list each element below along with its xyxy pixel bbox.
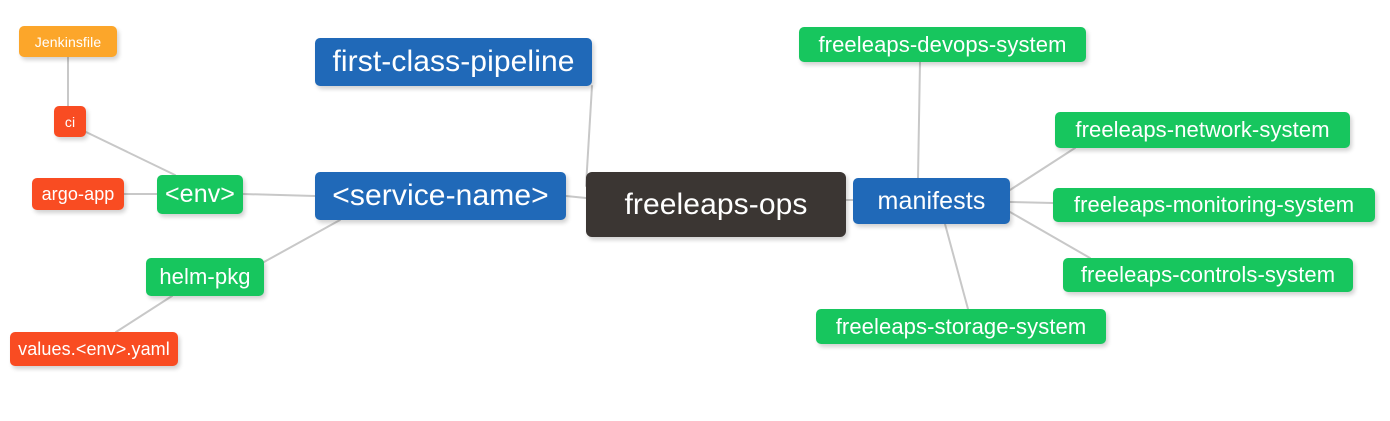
node-root[interactable]: freeleaps-ops [586, 172, 846, 237]
node-label: <service-name> [332, 179, 549, 212]
node-label: Jenkinsfile [34, 33, 102, 50]
node-network-system[interactable]: freeleaps-network-system [1055, 112, 1350, 148]
node-manifests[interactable]: manifests [853, 178, 1010, 224]
node-label: manifests [877, 186, 986, 215]
edge-manifests-to-monitoring-system [1009, 201, 1054, 204]
node-devops-system[interactable]: freeleaps-devops-system [799, 27, 1086, 62]
edge-env-to-ci [85, 131, 176, 176]
node-label: freeleaps-network-system [1075, 117, 1330, 142]
node-label: freeleaps-monitoring-system [1073, 192, 1355, 217]
node-label: first-class-pipeline [332, 45, 575, 78]
edge-helm-pkg-to-values-yaml [115, 295, 173, 333]
edge-manifests-to-network-system [1009, 147, 1076, 191]
node-controls-system[interactable]: freeleaps-controls-system [1063, 258, 1353, 292]
edge-root-to-first-class-pipeline [585, 85, 593, 187]
node-argo-app[interactable]: argo-app [32, 178, 124, 210]
node-label: <env> [164, 180, 235, 208]
node-label: argo-app [41, 184, 115, 204]
node-label: freeleaps-ops [624, 187, 808, 221]
edge-service-name-to-helm-pkg [263, 219, 341, 263]
edge-manifests-to-storage-system [944, 223, 969, 310]
node-label: helm-pkg [159, 264, 251, 289]
node-label: ci [64, 113, 76, 130]
node-service-name[interactable]: <service-name> [315, 172, 566, 220]
edge-root-to-service-name [565, 195, 587, 199]
node-monitoring-system[interactable]: freeleaps-monitoring-system [1053, 188, 1375, 222]
node-jenkinsfile[interactable]: Jenkinsfile [19, 26, 117, 57]
node-label: freeleaps-controls-system [1080, 262, 1336, 287]
node-env[interactable]: <env> [157, 175, 243, 214]
node-label: values.<env>.yaml [18, 339, 170, 359]
node-label: freeleaps-devops-system [818, 31, 1067, 57]
node-helm-pkg[interactable]: helm-pkg [146, 258, 264, 296]
edge-manifests-to-devops-system [917, 61, 921, 179]
node-first-class-pipeline[interactable]: first-class-pipeline [315, 38, 592, 86]
node-values-yaml[interactable]: values.<env>.yaml [10, 332, 178, 366]
node-label: freeleaps-storage-system [835, 313, 1087, 339]
edge-service-name-to-env [242, 193, 316, 197]
node-ci[interactable]: ci [54, 106, 86, 137]
node-storage-system[interactable]: freeleaps-storage-system [816, 309, 1106, 344]
